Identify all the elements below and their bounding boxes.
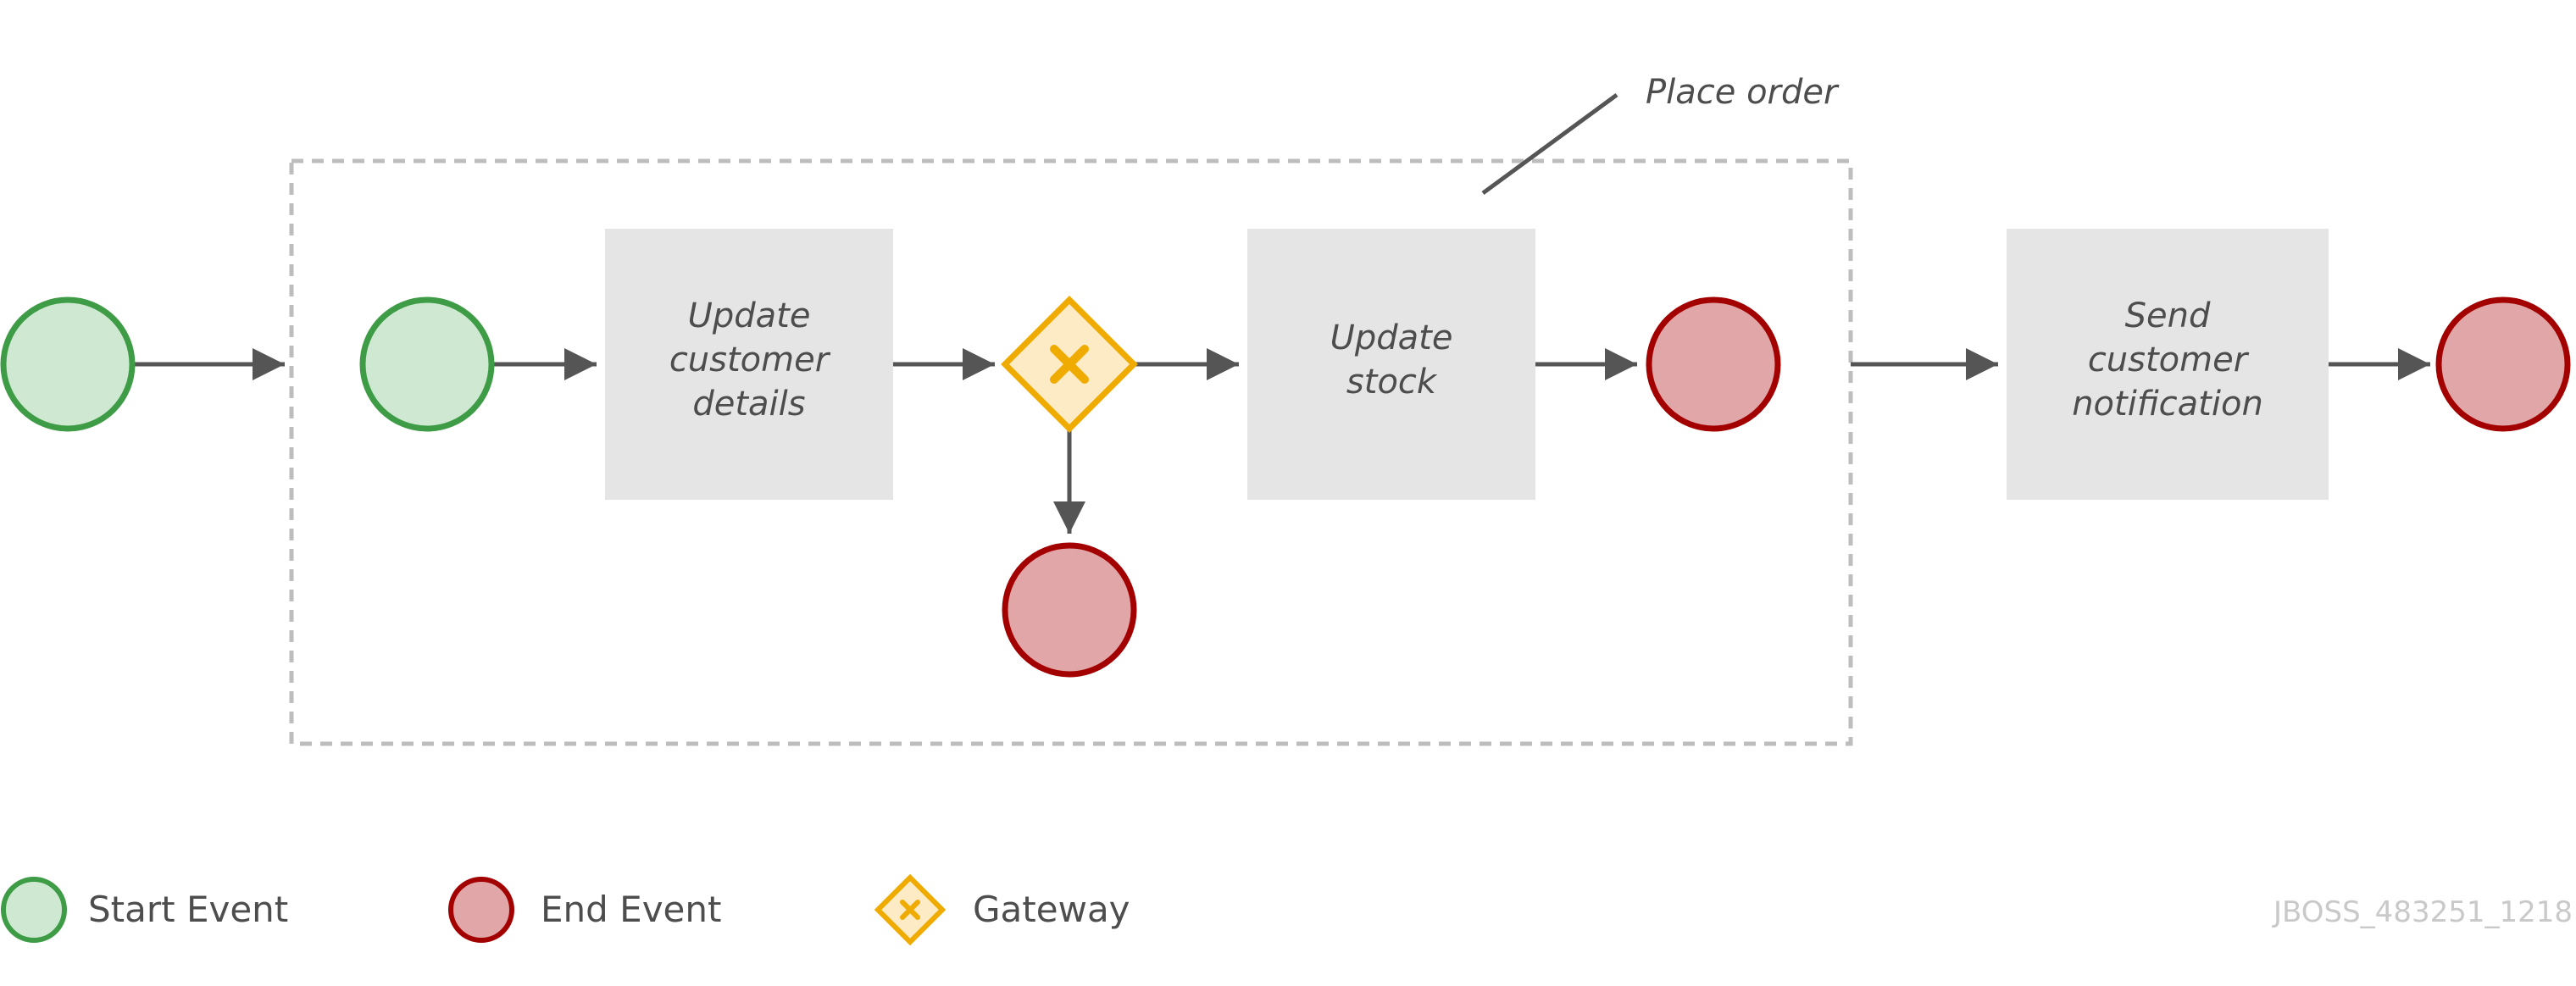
subprocess-start-event: [359, 296, 495, 432]
gateway-x-icon: [1050, 345, 1089, 384]
legend-end-event-icon: [448, 877, 514, 943]
task-send-notification-line3: notification: [2072, 385, 2263, 424]
legend-start-event-icon: [1, 877, 67, 943]
task-update-stock: Update stock: [1247, 229, 1535, 500]
end-event: [2435, 296, 2571, 432]
legend: Start Event End Event Gateway: [1, 873, 1130, 946]
legend-start-event-label: Start Event: [88, 889, 288, 930]
task-send-notification-line1: Send: [2125, 296, 2211, 335]
gateway-end-event: [1002, 542, 1137, 678]
legend-gateway-label: Gateway: [973, 889, 1130, 930]
task-update-stock-line1: Update: [1330, 319, 1453, 357]
annotation-connector: [1481, 92, 1618, 196]
legend-gateway-icon: [874, 873, 947, 946]
reference-id: JBOSS_483251_1218: [2272, 895, 2573, 929]
task-update-customer-details: Update customer details: [605, 229, 893, 500]
exclusive-gateway: [1001, 296, 1138, 433]
subprocess-boundary: [289, 158, 1853, 746]
task-update-stock-line2: stock: [1346, 363, 1438, 402]
task-update-customer-line1: Update: [688, 296, 811, 335]
task-send-customer-notification: Send customer notification: [2007, 229, 2329, 500]
subprocess-annotation: Place order: [1646, 73, 1840, 112]
legend-end-event-label: End Event: [541, 889, 722, 930]
start-event: [0, 296, 136, 432]
task-update-customer-line2: customer: [669, 341, 831, 379]
subprocess-end-event: [1646, 296, 1781, 432]
task-send-notification-line2: customer: [2088, 341, 2250, 379]
task-update-customer-line3: details: [692, 385, 805, 424]
